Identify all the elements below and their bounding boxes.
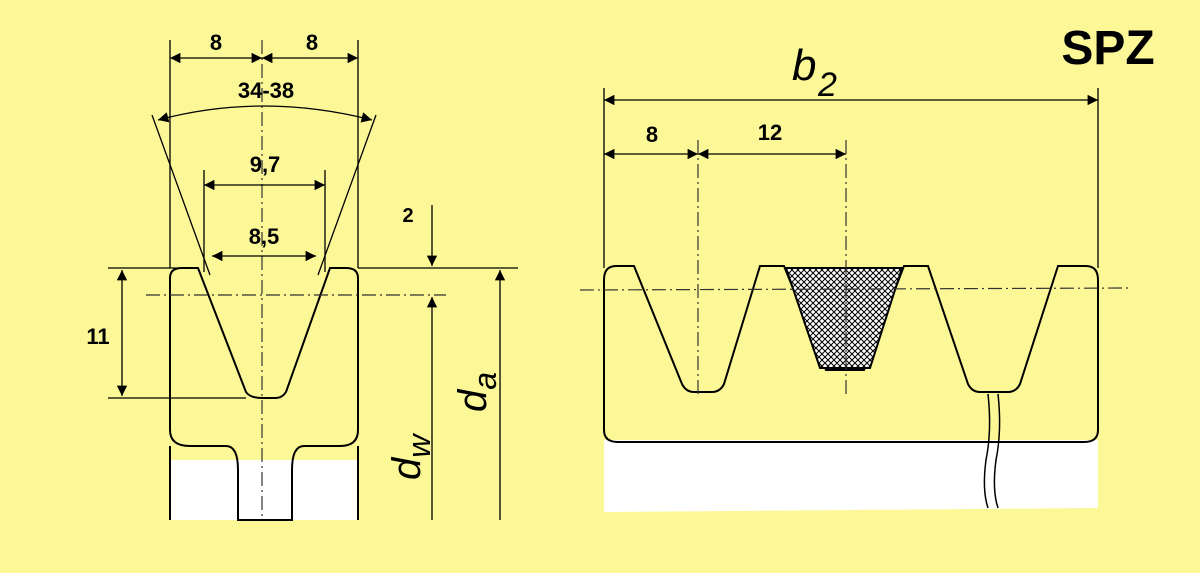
dim-12-pitch: 12 <box>758 120 782 145</box>
page-title: SPZ <box>1061 22 1154 75</box>
dim-angle: 34-38 <box>238 78 294 103</box>
dim-11: 11 <box>86 324 109 349</box>
label-b: b <box>792 41 816 90</box>
dim-9-7: 9,7 <box>250 152 281 177</box>
label-b2-subscript: 2 <box>817 66 837 104</box>
left-groove-profile <box>108 40 518 521</box>
right-pulley-section <box>579 88 1131 512</box>
dim-8-edge: 8 <box>646 122 658 147</box>
label-da: da <box>451 372 503 412</box>
dim-8-right: 8 <box>306 30 318 55</box>
dim-2: 2 <box>402 205 413 227</box>
dim-8-5: 8,5 <box>249 224 280 249</box>
dim-8-left: 8 <box>210 30 222 55</box>
label-dw: dw <box>385 433 437 480</box>
